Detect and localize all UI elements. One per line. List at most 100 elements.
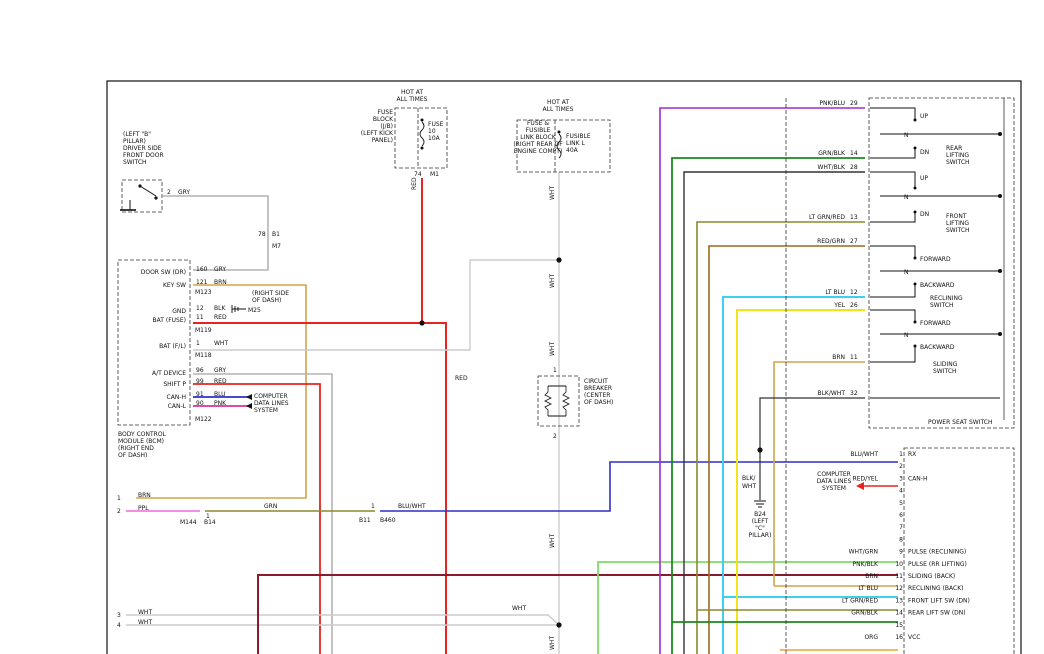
pss-wire-label: PNK/BLU [819,100,845,107]
door-switch-l3: DRIVER SIDE [123,145,162,152]
fusible-link-l2: LINK L [566,140,585,147]
conn-b460: B460 [380,517,396,524]
left-pin-number: 1 [117,495,121,502]
left-pin-number: 4 [117,622,121,629]
module-row-pin: 16 [895,634,903,641]
pss-fwd-1: FORWARD [920,256,951,263]
module-row-function: RX [908,451,916,458]
fusible-link-l1: FUSIBLE [566,133,591,140]
right-side-dash-l2: OF DASH) [252,297,281,304]
module-row-pin: 8 [899,536,903,543]
bcm-pin-name: GND [172,308,186,315]
bcm-pin-number: 1 [196,340,200,347]
pss-up-1: UP [920,113,928,120]
bcm-pin-number: 96 [196,367,204,374]
conn-74: 74 [414,171,422,178]
module-row-wire: BLU/WHT [850,451,878,458]
bcm-pin-number: 12 [196,305,204,312]
bcm-title-l2: MODULE (BCM) [118,438,164,445]
bcm-title-l3: (RIGHT END [118,445,154,452]
fuse-block-l4: (LEFT KICK [361,130,394,137]
cb-label-l3: (CENTER [584,392,610,399]
pss-pin-number: 11 [850,354,858,361]
pss-wire-label: YEL [833,302,845,309]
left-pin-wire: BRN [138,492,151,499]
cb-pin-1: 1 [553,367,557,374]
left-pin-wire: WHT [138,609,152,616]
conn-m1: M1 [430,171,439,178]
module-row-pin: 7 [899,524,903,531]
wire-blu-wht: BLU/WHT [398,503,426,510]
bcm-cds-l2: DATA LINES [254,400,289,407]
ground-b24: BLK/ WHT B24 (LEFT "C" PILLAR) [742,475,771,539]
bcm-pin-wire: RED [214,378,227,385]
bcm-pin-wire: WHT [214,340,228,347]
conn-b14: B14 [204,519,216,526]
pss-back-1: BACKWARD [920,282,955,289]
wire-wht-1: WHT [549,186,556,200]
front-lifting-l2: LIFTING [946,220,969,227]
module-row-pin: 1 [899,451,903,458]
door-switch: (LEFT "B" PILLAR) DRIVER SIDE FRONT DOOR… [120,131,190,213]
door-switch-l1: (LEFT "B" [123,131,151,138]
module-row-pin: 11 [895,573,903,580]
left-pin-number: 2 [117,508,121,515]
b24-l1: B24 [754,511,766,518]
module-row-function: SLIDING (BACK) [908,573,955,580]
bcm-pin-number: 99 [196,378,204,385]
fuse-block-box: HOT AT ALL TIMES FUSE BLOCK (J/B) (LEFT … [361,89,448,190]
pss-pin-number: 29 [850,100,858,107]
door-switch-l2: PILLAR) [123,138,146,145]
pss-wire-label: BLK/WHT [817,390,845,397]
left-pin-wire: WHT [138,619,152,626]
bcm-pin-name: BAT (F/L) [159,343,186,350]
bcm-ground-m25: M25 [248,307,261,314]
bcm-pin-name: DOOR SW (DR) [141,269,186,276]
pss-n-1: N [904,132,909,139]
bcm-pin-wire: BLK [214,305,226,312]
pss-pin-number: 14 [850,150,858,157]
conn-b11: B11 [359,517,371,524]
fuse-block-l3: (J/B) [380,123,393,130]
wire-wht-2: WHT [549,274,556,288]
cb-pin-2: 2 [553,433,557,440]
fusible-block-l2: FUSIBLE [526,127,551,134]
fusible-block-l3: LINK BLOCK [520,134,557,141]
module-row-wire: ORG [864,634,878,641]
wire-wht-5: WHT [549,636,556,650]
b24-wire-l2: WHT [742,483,756,490]
conn-m7: M7 [272,243,281,250]
hot-at-all-times-2-l2: ALL TIMES [543,106,574,113]
bcm-pin-number: 121 [196,279,208,286]
left-pin-wire: PPL [138,505,149,512]
door-switch-wire: GRY [178,189,190,196]
bcm-pin-wire: GRY [214,367,226,374]
reclining-l2: SWITCH [930,302,954,309]
module-row-pin: 14 [895,610,903,617]
fusible-block-l4: (RIGHT REAR OF [513,141,563,148]
module-row-wire: BRN [865,573,878,580]
pss-wire-label: LT BLU [825,289,845,296]
front-lifting-l3: SWITCH [946,227,970,234]
conn-1b: 1 [371,503,375,510]
bcm-conn-m118: M118 [195,352,212,359]
bcm-pin-wire: BRN [214,279,227,286]
conn-78: 78 [258,231,266,238]
pss-fwd-2: FORWARD [920,320,951,327]
cb-label-l2: BREAKER [584,385,612,392]
pss-dn-1: DN [920,149,929,156]
wire-red-mid: RED [455,375,468,382]
pss-wire-label: WHT/BLK [817,164,846,171]
module-cds-l3: SYSTEM [822,485,846,492]
module-row-pin: 5 [899,500,903,507]
wire-grn: GRN [264,503,277,510]
fuse10-l2: 10 [428,128,436,135]
pss-pin-number: 12 [850,289,858,296]
b24-l3: "C" [755,525,765,532]
pss-up-2: UP [920,175,928,182]
module-row-pin: 9 [899,549,903,556]
bcm-pin-number: 90 [196,400,204,407]
pss-wire-label: RED/GRN [817,238,845,245]
